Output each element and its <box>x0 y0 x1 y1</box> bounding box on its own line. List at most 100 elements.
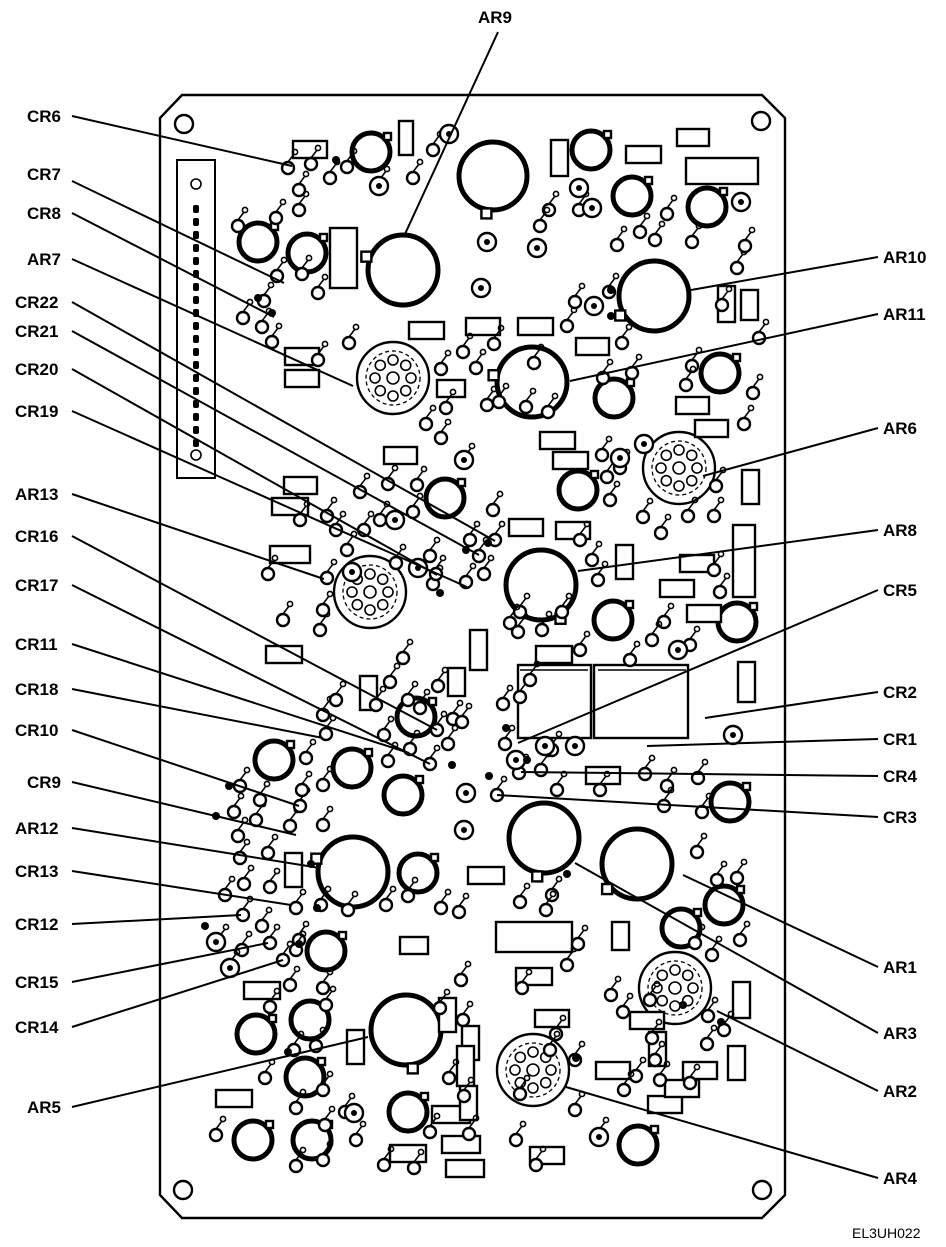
diode-lead-end <box>529 387 537 395</box>
label-ar8: AR8 <box>883 521 917 540</box>
transistor <box>616 1123 660 1167</box>
diode-lead-end <box>464 960 472 968</box>
resistor <box>282 475 319 496</box>
test-point-center <box>484 239 490 245</box>
diode-pad <box>376 1157 392 1173</box>
diode-lead-end <box>465 702 473 710</box>
diode-pad <box>706 508 722 524</box>
transistor-tab <box>624 599 635 610</box>
diode-lead-end <box>449 388 457 396</box>
socket-pin <box>681 994 694 1007</box>
can-tab <box>480 207 493 220</box>
diode-lead-end <box>420 465 428 473</box>
connector-pin <box>193 413 199 421</box>
can-tab <box>360 250 373 263</box>
diode-pad <box>461 1126 477 1142</box>
diode-lead <box>383 1150 391 1160</box>
diode-lead-end <box>717 496 725 504</box>
label-cr15: CR15 <box>15 973 58 992</box>
connector-pin <box>193 218 199 226</box>
diode-lead-end <box>762 318 770 326</box>
solder-dot <box>679 1001 687 1009</box>
label-cr6: CR6 <box>27 107 61 126</box>
transistor-tab <box>429 852 440 863</box>
resistor <box>516 316 555 337</box>
diode-pad <box>268 210 284 226</box>
label-ar7: AR7 <box>27 250 61 269</box>
diode-lead <box>555 1019 563 1029</box>
diode-lead <box>264 1063 272 1073</box>
test-point-center <box>730 732 736 738</box>
transistor-tab <box>735 884 746 895</box>
diode-lead-end <box>351 890 359 898</box>
diode-pad <box>310 285 326 301</box>
diode-lead <box>409 734 417 744</box>
diode-pad <box>538 902 554 918</box>
socket-pin <box>655 462 667 474</box>
diode-pad <box>594 447 610 463</box>
diode-lead <box>295 893 303 903</box>
diode-pad <box>732 932 748 948</box>
diode-pad <box>312 622 328 638</box>
label-ar2: AR2 <box>883 1082 917 1101</box>
diode-lead <box>310 149 318 159</box>
diode-lead-end <box>297 1030 305 1038</box>
diode-pad <box>652 1072 668 1088</box>
ic-socket-ring <box>365 350 421 406</box>
test-point-center <box>534 245 540 251</box>
diode-pad <box>653 525 669 541</box>
transistor-tab <box>419 1091 430 1102</box>
diode-lead <box>752 378 760 388</box>
diode-lead <box>407 685 415 695</box>
diode-lead <box>255 805 263 815</box>
socket-pin <box>363 585 377 599</box>
diode-lead <box>389 667 397 677</box>
diode-pad <box>687 935 703 951</box>
resistor <box>407 320 446 341</box>
test-point-center <box>349 569 355 575</box>
test-point-center <box>738 199 744 205</box>
test-point-center <box>542 743 548 749</box>
socket-pin <box>527 1082 539 1094</box>
diode-pad <box>230 218 246 234</box>
diode-pad <box>602 492 618 508</box>
diode-lead <box>519 1079 527 1089</box>
diode-lead-end <box>487 554 495 562</box>
ic-can <box>506 800 582 876</box>
resistor <box>739 288 760 322</box>
diode-pad <box>432 1000 448 1016</box>
diode-pad <box>512 689 528 705</box>
ic-can <box>494 344 570 420</box>
diode-lead <box>412 497 420 507</box>
label-cr8: CR8 <box>27 204 61 223</box>
diode-lead <box>419 693 427 703</box>
resistor <box>614 543 635 581</box>
transistor-tab <box>414 774 425 785</box>
diode-pad <box>700 1008 716 1024</box>
resistor <box>533 1008 571 1029</box>
diode-lead <box>440 354 448 364</box>
diode-lead <box>616 230 624 240</box>
test-point-center <box>591 303 597 309</box>
diode-lead-end <box>756 373 764 381</box>
diode-pad <box>609 237 625 253</box>
diode-pad <box>559 957 575 973</box>
diode-lead-end <box>519 1120 527 1128</box>
label-ar6: AR6 <box>883 419 917 438</box>
diode-lead-end <box>383 165 391 173</box>
diode-lead-end <box>280 256 288 264</box>
diode-lead-end <box>393 662 401 670</box>
transistor <box>304 929 348 973</box>
diode-lead <box>432 135 440 145</box>
diode-lead-end <box>698 923 706 931</box>
resistor <box>455 1044 476 1088</box>
label-cr20: CR20 <box>15 360 58 379</box>
diode-lead <box>533 348 541 358</box>
diode-lead-end <box>670 766 678 774</box>
resistor <box>398 935 430 956</box>
diode-lead <box>387 469 395 479</box>
resistor <box>345 1028 366 1066</box>
diode-pad <box>729 870 745 886</box>
diode-pad <box>441 1070 457 1086</box>
diode-lead <box>707 1001 715 1011</box>
